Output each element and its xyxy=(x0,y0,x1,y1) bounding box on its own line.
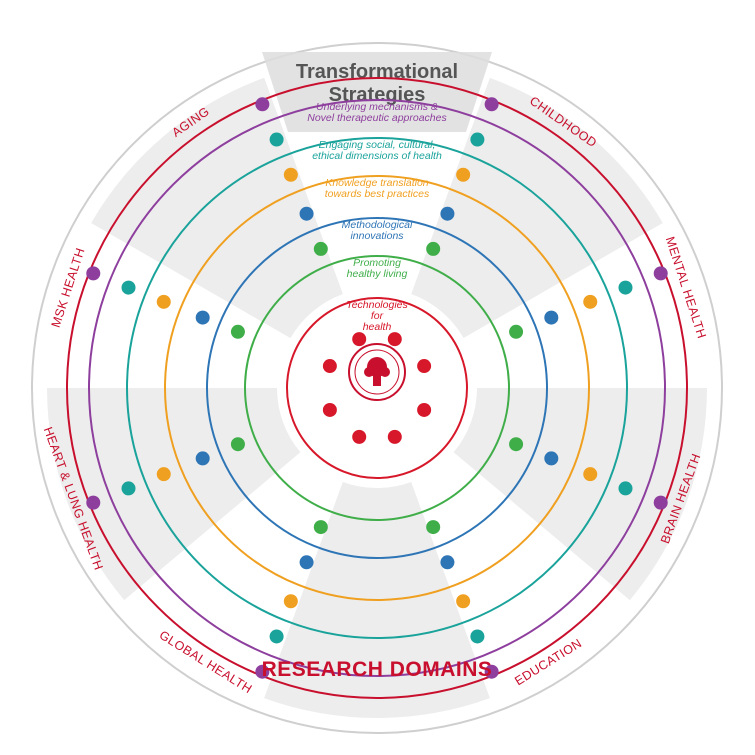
header-title-line1: Transformational xyxy=(296,61,458,83)
strategy-dot xyxy=(387,332,402,347)
strategy-dot xyxy=(456,167,471,182)
strategy-dot xyxy=(322,359,337,374)
domain-dots xyxy=(86,97,668,679)
strategy-dot xyxy=(583,467,598,482)
strategy-dot xyxy=(470,132,485,147)
strategy-label-3: innovations xyxy=(350,230,404,242)
strategy-ring-1 xyxy=(126,137,628,639)
strategy-label-4: healthy living xyxy=(347,268,408,280)
strategy-dot xyxy=(544,310,559,325)
strategy-ring-0 xyxy=(88,99,666,677)
hub xyxy=(348,343,406,401)
strategy-ring-4 xyxy=(244,255,510,521)
strategy-dot xyxy=(313,520,328,535)
strategy-dot xyxy=(470,629,485,644)
strategy-dot xyxy=(156,467,171,482)
strategy-dot xyxy=(255,664,270,679)
strategy-dot xyxy=(417,402,432,417)
strategy-ring-2 xyxy=(164,175,590,601)
strategy-dot xyxy=(426,241,441,256)
strategy-dot xyxy=(230,437,245,452)
strategy-label-1: Engaging social, cultural, xyxy=(319,139,436,151)
hub-inner-ring xyxy=(354,349,400,395)
strategy-dot xyxy=(255,97,270,112)
strategy-dot xyxy=(121,280,136,295)
header-wedge xyxy=(262,52,492,132)
strategy-dot xyxy=(484,664,499,679)
strategy-dot xyxy=(509,437,524,452)
strategy-label-5: Technologies xyxy=(346,299,408,311)
strategy-label-0: Novel therapeutic approaches xyxy=(307,112,447,124)
strategy-dot xyxy=(618,280,633,295)
strategy-ring-5 xyxy=(286,297,468,479)
strategy-dot xyxy=(230,324,245,339)
strategy-dot xyxy=(440,206,455,221)
strategy-dot xyxy=(269,132,284,147)
strategy-dot xyxy=(86,266,101,281)
strategy-dot xyxy=(440,555,455,570)
strategy-dot xyxy=(322,402,337,417)
strategy-dot xyxy=(387,429,402,444)
strategy-label-3: Methodological xyxy=(342,219,413,231)
strategy-label-5: for xyxy=(371,310,384,322)
strategy-label-2: Knowledge translation xyxy=(325,177,428,189)
strategy-label-1: ethical dimensions of health xyxy=(312,150,442,162)
strategy-dot xyxy=(283,594,298,609)
strategy-dot xyxy=(269,629,284,644)
strategy-dot xyxy=(299,555,314,570)
strategy-dot xyxy=(618,481,633,496)
strategy-dot xyxy=(653,266,668,281)
strategy-dot xyxy=(544,451,559,466)
strategy-label-5: health xyxy=(363,321,392,333)
research-domains-title: RESEARCH DOMAINS xyxy=(262,658,493,681)
strategy-dot xyxy=(195,451,210,466)
strategy-dot xyxy=(653,495,668,510)
strategy-dot xyxy=(509,324,524,339)
tree-seal-icon xyxy=(364,357,390,386)
strategy-dot xyxy=(121,481,136,496)
strategy-dot xyxy=(283,167,298,182)
strategy-dot xyxy=(195,310,210,325)
strategy-dot xyxy=(156,294,171,309)
strategy-dot xyxy=(426,520,441,535)
strategy-dot xyxy=(86,495,101,510)
strategy-dot xyxy=(352,429,367,444)
strategy-dot xyxy=(484,97,499,112)
strategy-ring-3 xyxy=(206,217,548,559)
strategy-dot xyxy=(456,594,471,609)
strategy-dot xyxy=(583,294,598,309)
strategy-label-4: Promoting xyxy=(353,257,401,269)
strategy-dot xyxy=(313,241,328,256)
strategy-dot xyxy=(299,206,314,221)
domain-ring xyxy=(66,77,688,699)
strategy-rings xyxy=(66,77,688,699)
strategy-labels: Underlying mechanisms &Novel therapeutic… xyxy=(307,101,447,333)
strategy-label-0: Underlying mechanisms & xyxy=(316,101,438,113)
strategy-dot xyxy=(417,359,432,374)
strategy-dot xyxy=(352,332,367,347)
strategy-label-2: towards best practices xyxy=(325,188,430,200)
